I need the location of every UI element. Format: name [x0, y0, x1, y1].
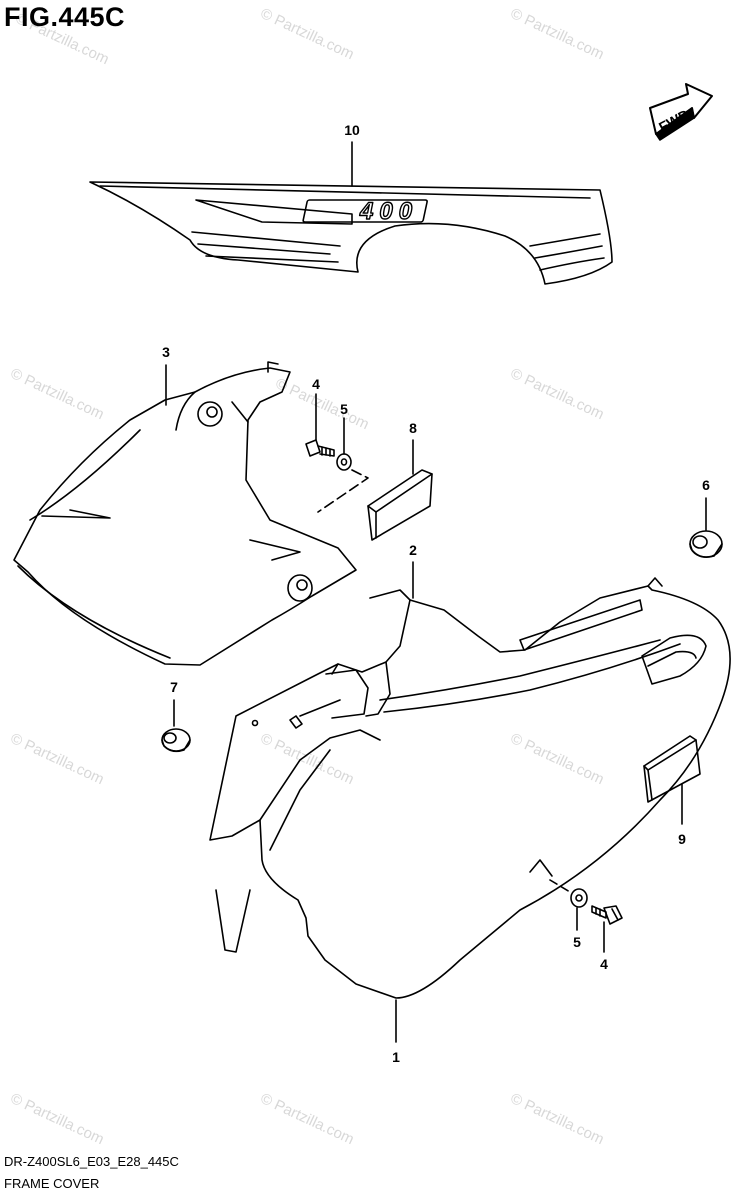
callout-10: 10: [344, 122, 360, 138]
leader-line: [317, 469, 369, 513]
leader-line: [549, 879, 571, 893]
cushion-pad-part-9: [643, 735, 701, 803]
callout-9: 9: [678, 831, 686, 847]
callout-4-lower: 4: [600, 956, 608, 972]
emblem-decal-part-10: 400: [89, 181, 613, 285]
callout-1: 1: [392, 1049, 400, 1065]
bolt-part-4-lower: [591, 905, 623, 925]
left-frame-cover-part-3: [13, 361, 357, 666]
callout-5-upper: 5: [340, 401, 348, 417]
right-frame-cover-part-1: [209, 577, 731, 999]
callout-8: 8: [409, 420, 417, 436]
callout-3: 3: [162, 344, 170, 360]
cushion-pad-part-8: [367, 469, 433, 541]
callout-2: 2: [409, 542, 417, 558]
svg-text:400: 400: [359, 198, 418, 225]
bolt-part-4-upper: [305, 439, 335, 457]
grommet-part-6: [689, 530, 723, 558]
washer-part-5-lower: [570, 888, 588, 908]
washer-part-5-upper: [336, 453, 352, 471]
figure-title: FIG.445C: [4, 2, 126, 32]
callout-4-upper: 4: [312, 376, 320, 392]
diagram-code: DR-Z400SL6_E03_E28_445C: [4, 1154, 179, 1169]
callout-6: 6: [702, 477, 710, 493]
grommet-part-7: [161, 728, 191, 753]
callout-7: 7: [170, 679, 178, 695]
callout-5-lower: 5: [573, 934, 581, 950]
fwd-arrow-icon: FWD: [649, 83, 713, 141]
diagram-name: FRAME COVER: [4, 1176, 100, 1191]
